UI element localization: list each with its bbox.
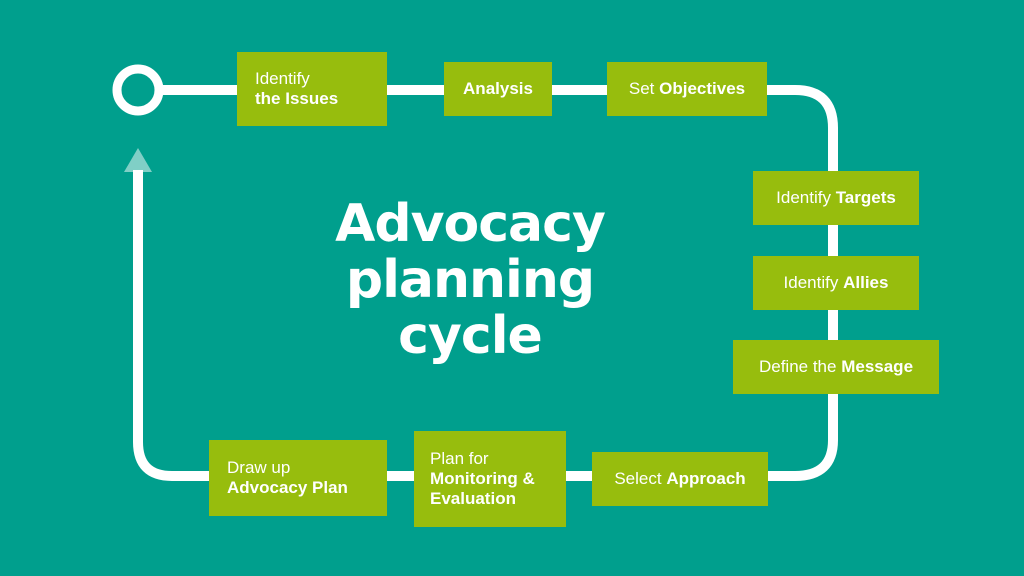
step-label-regular: Identify — [776, 188, 831, 207]
step-label-regular: Identify — [255, 69, 310, 88]
step-label-bold: Message — [841, 357, 914, 376]
step-draw-up-plan: Draw up Advocacy Plan — [209, 440, 387, 516]
step-analysis: Analysis — [444, 62, 552, 116]
step-label-bold: Analysis — [463, 79, 533, 98]
step-identify-allies: Identify Allies — [753, 256, 919, 310]
step-label-regular: Select — [614, 469, 662, 488]
step-label-bold: Approach — [666, 469, 746, 488]
step-label-bold: Monitoring & Evaluation — [430, 469, 535, 508]
step-plan-monitoring-evaluation: Plan for Monitoring & Evaluation — [414, 431, 566, 527]
return-arrow-head — [124, 148, 152, 172]
step-label-bold: Objectives — [659, 79, 746, 98]
step-label-regular: Draw up — [227, 458, 291, 477]
step-label-regular: Define the — [758, 357, 837, 376]
start-circle — [112, 64, 164, 116]
title-line: planning — [345, 250, 595, 310]
title-line: Advocacy — [335, 194, 606, 254]
step-set-objectives: Set Objectives — [607, 62, 767, 116]
return-arrow-shaft — [133, 170, 143, 430]
title-line: cycle — [398, 306, 543, 366]
step-label-regular: Identify — [783, 273, 839, 292]
step-label-regular: Set — [628, 79, 655, 98]
step-label-bold: Targets — [835, 188, 896, 207]
step-label-bold: the Issues — [255, 89, 339, 108]
cycle-path — [133, 85, 838, 481]
diagram-title: Advocacy planning cycle — [300, 196, 640, 364]
step-label-bold: Advocacy Plan — [227, 478, 348, 497]
step-label-regular: Plan for — [430, 449, 489, 468]
step-identify-targets: Identify Targets — [753, 171, 919, 225]
step-select-approach: Select Approach — [592, 452, 768, 506]
step-label-bold: Allies — [843, 273, 889, 292]
step-identify-issues: Identify the Issues — [237, 52, 387, 126]
step-define-message: Define the Message — [733, 340, 939, 394]
